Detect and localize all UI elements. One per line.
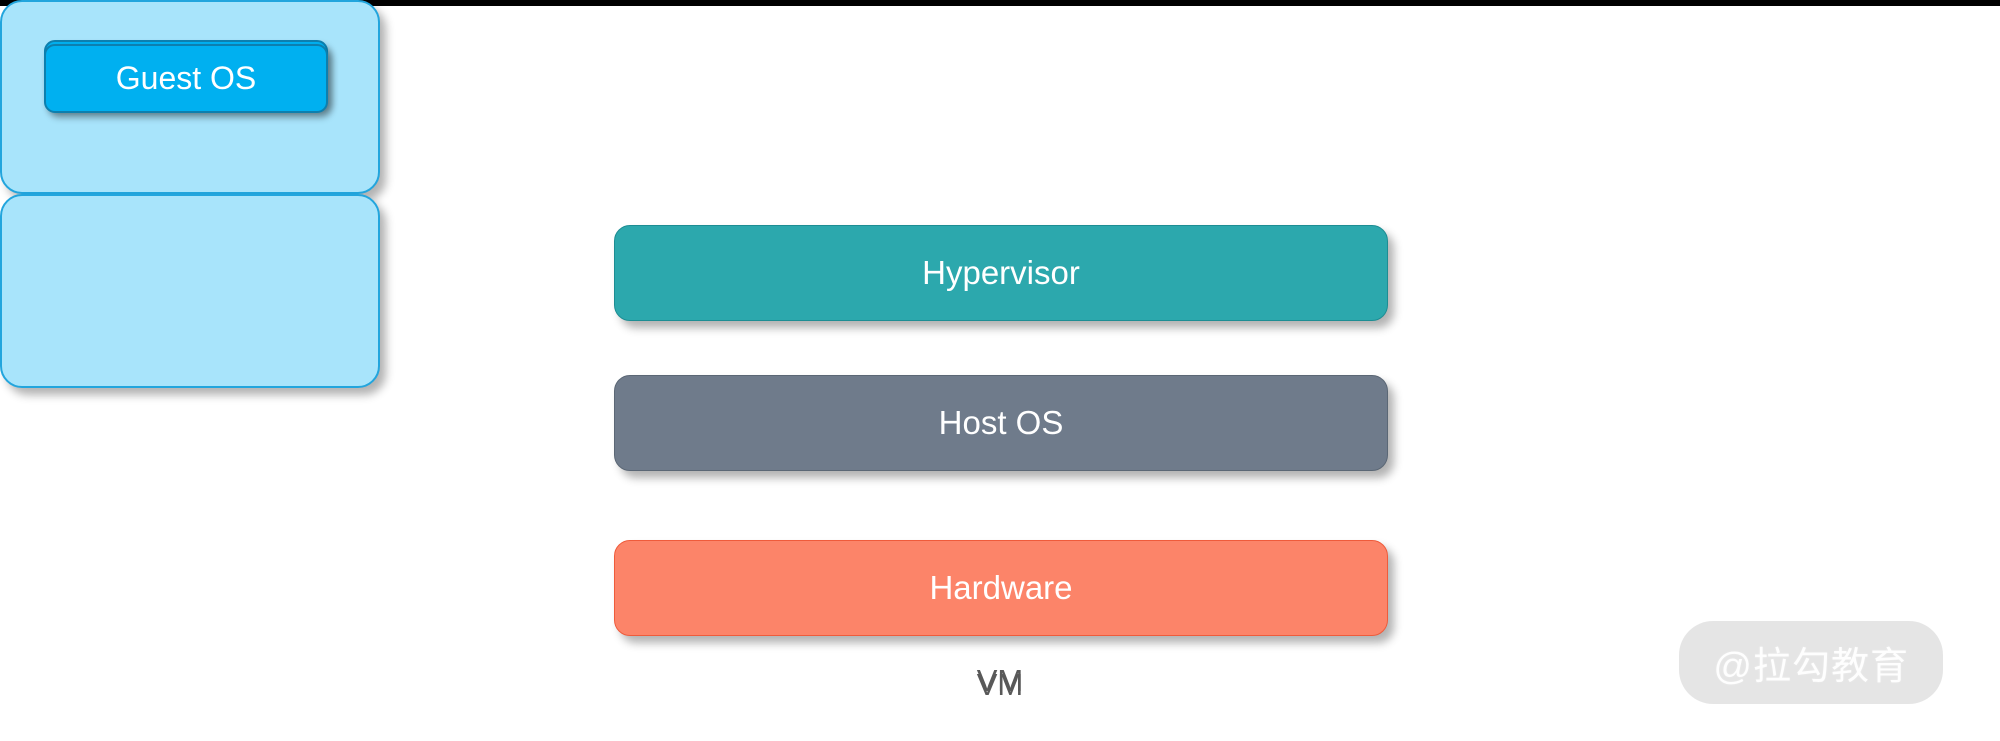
watermark-badge: @拉勾教育: [1679, 621, 1943, 704]
vm-label-2: VM: [976, 663, 1024, 698]
layer-hardware[interactable]: Hardware: [614, 540, 1388, 636]
vm-container-2[interactable]: Guest OS VM: [0, 44, 1023, 698]
guest-os-box-2[interactable]: Guest OS: [44, 44, 328, 113]
layer-host-os[interactable]: Host OS: [614, 375, 1388, 471]
layer-hypervisor[interactable]: Hypervisor: [614, 225, 1388, 321]
top-black-bar: [0, 0, 2000, 6]
vm-label-1: VM: [976, 667, 1024, 702]
